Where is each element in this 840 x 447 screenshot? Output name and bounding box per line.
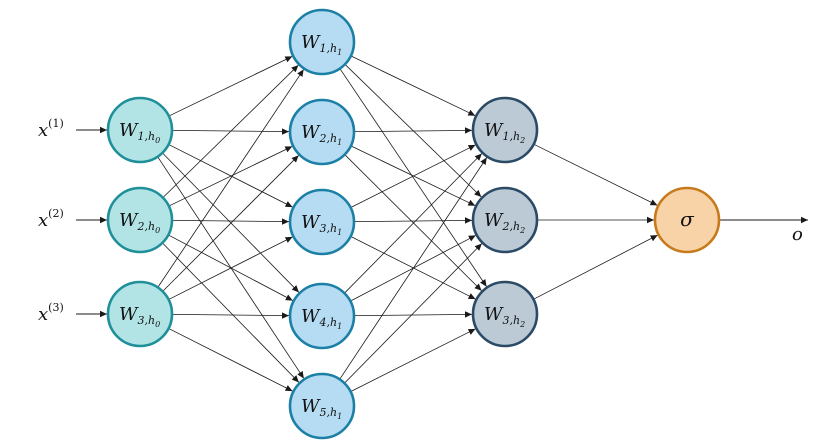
output-label: o	[792, 224, 803, 245]
edge-h2-3-to-sigma	[533, 234, 658, 300]
edge-h1-2-to-h2-1	[353, 127, 473, 134]
input-label-1: x(1)	[38, 117, 64, 141]
edge-h1-1-to-h2-1	[350, 55, 476, 117]
node-circle	[106, 96, 174, 164]
node-label: W2,h2	[484, 210, 525, 235]
node-label: W1,h2	[484, 120, 525, 145]
node-w-3-h1: W3,h1	[288, 188, 356, 256]
input-label-2: x(2)	[38, 207, 64, 231]
edge-h1-4-to-h2-1	[344, 153, 483, 294]
node-w-2-h0: W2,h0	[106, 186, 174, 254]
edge-h0-1-to-h1-1	[168, 55, 293, 117]
edge-h0-2-to-h1-4	[168, 234, 293, 301]
connection-edges	[76, 55, 808, 392]
edge-h0-3-to-h1-5	[168, 328, 293, 392]
edge-h2-1-to-sigma	[533, 143, 658, 206]
node-circle	[471, 186, 539, 254]
edge-h1-2-to-h2-3	[344, 154, 482, 292]
node-label: W3,h1	[301, 212, 342, 237]
edge-h1-5-to-h2-2	[344, 243, 483, 384]
edge-h0-2-to-h1-2	[168, 145, 293, 207]
node-label: W3,h2	[484, 304, 525, 329]
node-label: W2,h0	[119, 210, 160, 235]
node-circle	[288, 282, 356, 350]
sigma-circle	[653, 186, 721, 254]
node-w-4-h1: W4,h1	[288, 282, 356, 350]
edge-h0-2-to-h1-3	[171, 218, 290, 225]
edge-h1-3-to-h2-1	[350, 144, 476, 208]
node-label: W1,h1	[301, 32, 342, 57]
sigma-label: σ	[680, 207, 695, 231]
edge-h0-3-to-h1-1	[157, 69, 304, 288]
node-circle	[471, 280, 539, 348]
edge-h1-3-to-h2-3	[350, 236, 476, 300]
node-w-2-h1: W2,h1	[288, 98, 356, 166]
edge-h1-4-to-h2-3	[353, 311, 473, 318]
node-w-1-h2: W1,h2	[471, 96, 539, 164]
node-w-3-h0: W3,h0	[106, 280, 174, 348]
edge-h0-2-to-h1-5	[162, 242, 300, 383]
node-sigma: σ	[653, 186, 721, 254]
node-w-1-h1: W1,h1	[288, 8, 356, 76]
node-circle	[288, 188, 356, 256]
node-w-2-h2: W2,h2	[471, 186, 539, 254]
node-label: W5,h1	[301, 396, 342, 421]
io-labels: x(1) x(2) x(3) o	[38, 117, 803, 325]
edge-h1-3-to-h2-2	[353, 217, 473, 224]
input-label-3: x(3)	[38, 301, 64, 325]
node-circle	[288, 8, 356, 76]
edge-h0-2-to-h1-1	[162, 64, 299, 198]
edge-h1-5-to-h2-1	[339, 157, 488, 380]
edge-h1-5-to-h2-3	[350, 328, 476, 392]
node-circle	[106, 280, 174, 348]
node-label: W4,h1	[301, 306, 342, 331]
node-w-1-h0: W1,h0	[106, 96, 174, 164]
node-circle	[288, 372, 356, 440]
node-w-5-h1: W5,h1	[288, 372, 356, 440]
edge-h0-3-to-h1-4	[171, 312, 290, 319]
node-circle	[106, 186, 174, 254]
node-circle	[288, 98, 356, 166]
edge-h0-3-to-h1-3	[168, 236, 293, 300]
edge-h1-1-to-h2-3	[339, 68, 487, 287]
node-label: W1,h0	[119, 120, 160, 145]
node-w-3-h2: W3,h2	[471, 280, 539, 348]
node-circle	[471, 96, 539, 164]
edge-h0-3-to-h1-2	[162, 155, 299, 292]
node-label: W3,h0	[119, 304, 160, 329]
node-label: W2,h1	[301, 122, 342, 147]
